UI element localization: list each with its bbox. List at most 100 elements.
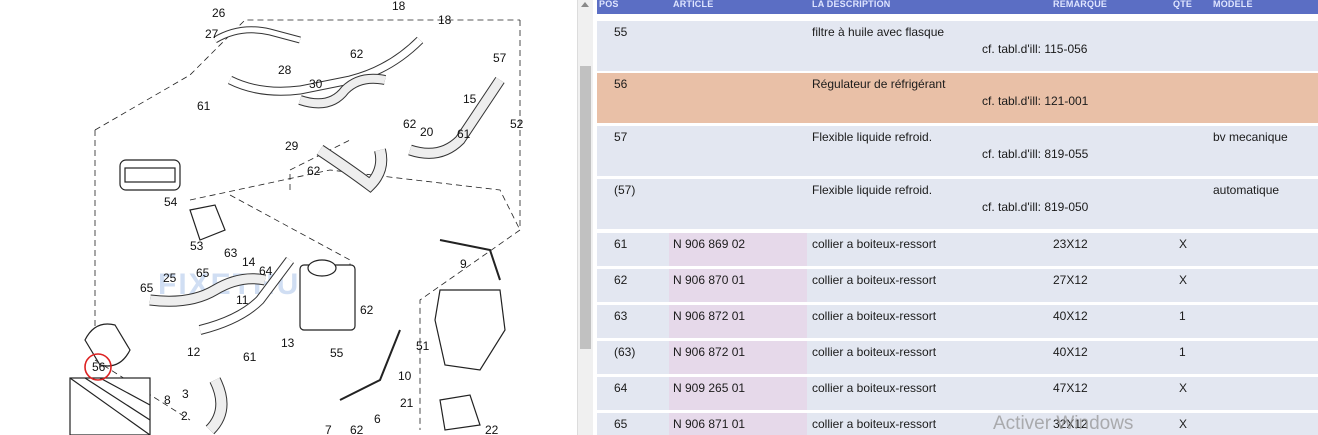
cell-qte: X xyxy=(1179,417,1188,431)
callout-30: 30 xyxy=(309,77,323,91)
cell-pos: 65 xyxy=(614,417,628,431)
article-cell-bg xyxy=(669,233,807,266)
callout-53: 53 xyxy=(190,239,204,253)
cell-remarque: 40X12 xyxy=(1053,345,1088,359)
scrollbar-thumb[interactable] xyxy=(580,66,591,349)
callout-15: 15 xyxy=(463,92,477,106)
callout-62: 62 xyxy=(403,117,417,131)
cell-article: N 906 872 01 xyxy=(673,345,746,359)
cell-description: collier a boiteux-ressort xyxy=(812,345,937,359)
parts-table: POS ARTICLE LA DESCRIPTION REMARQUE QTE … xyxy=(597,0,1318,435)
cell-pos: 63 xyxy=(614,309,628,323)
cell-description: Flexible liquide refroid. xyxy=(812,183,933,197)
table-row[interactable]: 64 N 909 265 01 collier a boiteux-ressort 4… xyxy=(597,377,1318,410)
cell-article: N 909 265 01 xyxy=(673,381,746,395)
cell-pos: 55 xyxy=(614,25,628,39)
callout-63: 63 xyxy=(224,246,238,260)
callout-61: 61 xyxy=(197,99,211,113)
callout-18: 18 xyxy=(438,13,452,27)
header-modele: MODELE xyxy=(1213,0,1253,9)
header-article: ARTICLE xyxy=(673,0,714,9)
callout-62: 62 xyxy=(350,423,364,435)
callout-62: 62 xyxy=(350,47,364,61)
cell-article: N 906 871 01 xyxy=(673,417,746,431)
callout-26: 26 xyxy=(212,6,226,20)
cell-remarque: 40X12 xyxy=(1053,309,1088,323)
callout-18: 18 xyxy=(392,0,406,13)
article-cell-bg xyxy=(669,377,807,410)
article-cell-bg xyxy=(669,305,807,338)
callout-11: 11 xyxy=(236,293,249,307)
cell-pos: 62 xyxy=(614,273,628,287)
callout-56[interactable]: 56 xyxy=(92,360,106,374)
cell-reference: cf. tabl.d'ill: 819-055 xyxy=(982,147,1089,161)
callout-62: 62 xyxy=(360,303,374,317)
article-cell-bg xyxy=(669,413,807,435)
cell-modele: automatique xyxy=(1213,183,1280,197)
callout-21: 21 xyxy=(400,396,414,410)
callout-22: 22 xyxy=(485,423,499,435)
cell-remarque: 47X12 xyxy=(1053,381,1088,395)
cell-qte: X xyxy=(1179,381,1188,395)
callout-3: 3 xyxy=(182,387,189,401)
callout-14: 14 xyxy=(242,255,256,269)
cell-pos: 61 xyxy=(614,237,628,251)
callout-64: 64 xyxy=(259,264,273,278)
callout-54: 54 xyxy=(164,195,178,209)
cell-qte: 1 xyxy=(1179,309,1186,323)
article-cell-bg xyxy=(669,269,807,302)
callout-25: 25 xyxy=(163,271,177,285)
header-pos: POS xyxy=(599,0,619,9)
cell-description: Régulateur de réfrigérant xyxy=(812,77,946,91)
callout-10: 10 xyxy=(398,369,412,383)
cell-article: N 906 870 01 xyxy=(673,273,746,287)
table-row[interactable]: 56 Régulateur de réfrigérant cf. tabl.d'il… xyxy=(597,73,1318,123)
header-qte: QTE xyxy=(1173,0,1193,9)
cell-reference: cf. tabl.d'ill: 121-001 xyxy=(982,94,1089,108)
callout-12: 12 xyxy=(187,345,201,359)
cell-qte: X xyxy=(1179,273,1188,287)
table-row[interactable]: (63) N 906 872 01 collier a boiteux-ressor… xyxy=(597,341,1318,374)
cell-pos: 57 xyxy=(614,130,628,144)
cell-pos: 64 xyxy=(614,381,628,395)
cell-remarque: 32X12 xyxy=(1053,417,1088,431)
cell-pos: (63) xyxy=(614,345,636,359)
article-cell-bg xyxy=(669,341,807,374)
callout-65: 65 xyxy=(140,281,154,295)
cell-description: filtre à huile avec flasque xyxy=(812,25,945,39)
cell-pos: (57) xyxy=(614,183,636,197)
callout-8: 8 xyxy=(164,393,171,407)
callout-28: 28 xyxy=(278,63,292,77)
callout-52: 52 xyxy=(510,117,524,131)
callout-57: 57 xyxy=(493,51,507,65)
table-row[interactable]: 57 Flexible liquide refroid. cf. tabl.d'il… xyxy=(597,126,1318,176)
cell-description: Flexible liquide refroid. xyxy=(812,130,933,144)
activate-windows-watermark: Activer Windows xyxy=(993,413,1134,434)
header-remarque: REMARQUE xyxy=(1053,0,1108,9)
callout-65: 65 xyxy=(196,266,210,280)
cell-reference: cf. tabl.d'ill: 819-050 xyxy=(982,200,1089,214)
table-row[interactable]: (57) Flexible liquide refroid. cf. tabl.d'… xyxy=(597,179,1318,229)
parts-diagram: FIXETHUM xyxy=(0,0,577,435)
callout-9: 9 xyxy=(460,257,467,271)
table-row[interactable]: 55 filtre à huile avec flasque cf. tabl.d'… xyxy=(597,21,1318,71)
vertical-scrollbar[interactable] xyxy=(577,0,593,435)
cell-description: collier a boiteux-ressort xyxy=(812,417,937,431)
table-row[interactable]: 61 N 906 869 02 collier a boiteux-ressort 2… xyxy=(597,233,1318,266)
cell-pos: 56 xyxy=(614,77,628,91)
cell-description: collier a boiteux-ressort xyxy=(812,309,937,323)
cell-reference: cf. tabl.d'ill: 115-056 xyxy=(982,42,1088,56)
table-row[interactable]: 65 N 906 871 01 collier a boiteux-ressort 3… xyxy=(597,413,1318,435)
callout-61: 61 xyxy=(457,127,471,141)
callout-27: 27 xyxy=(205,27,219,41)
cell-description: collier a boiteux-ressort xyxy=(812,237,937,251)
cell-article: N 906 869 02 xyxy=(673,237,746,251)
cell-description: collier a boiteux-ressort xyxy=(812,381,937,395)
callout-62: 62 xyxy=(307,164,321,178)
callout-13: 13 xyxy=(281,336,295,350)
cell-remarque: 23X12 xyxy=(1053,237,1088,251)
scroll-up-arrow-icon[interactable] xyxy=(581,2,589,7)
